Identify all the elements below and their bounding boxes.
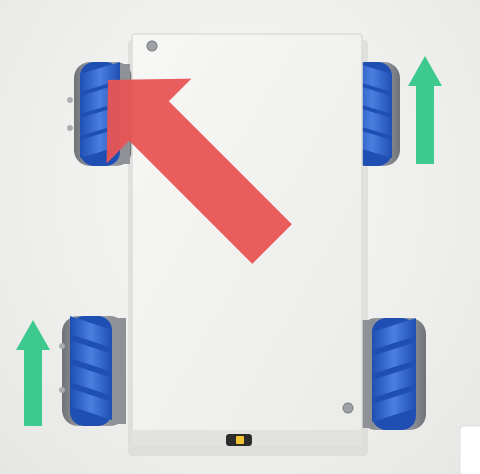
power-switch	[226, 434, 252, 446]
screw-top-left	[146, 40, 158, 52]
wheel-rear-left	[59, 316, 126, 426]
corner-card	[459, 425, 480, 474]
green-up-arrow-left	[16, 320, 50, 426]
wheel-rear-right	[360, 318, 426, 430]
screw-bottom-right	[342, 402, 354, 414]
green-up-arrow-right	[408, 56, 442, 164]
red-diagonal-arrow	[106, 78, 292, 264]
